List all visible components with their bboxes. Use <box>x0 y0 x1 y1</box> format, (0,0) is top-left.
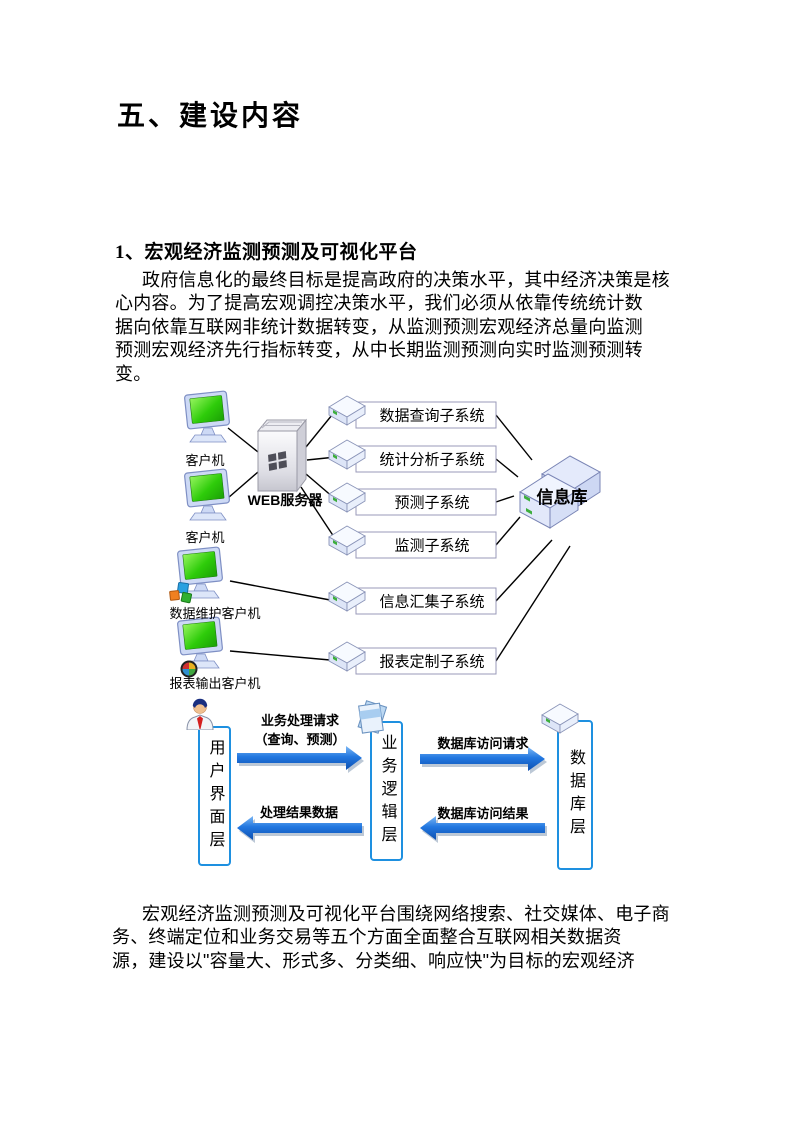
subsystem-rows: 数据查询子系统 统计分析子系统 预测子系统 监测子系统 信息汇集子系统 报表定制… <box>328 395 497 675</box>
cubes-icon <box>169 581 193 604</box>
ui-layer-box: 用户界面层 <box>198 726 231 866</box>
result-arrow <box>237 816 362 840</box>
db-layer-label: 数据库层 <box>567 749 584 841</box>
web-server-label: WEB服务器 <box>248 492 324 508</box>
client-bottom-label: 客户机 <box>185 530 224 545</box>
subsystem-label: 统计分析子系统 <box>379 452 484 469</box>
request-arrow <box>237 746 362 770</box>
db-request-arrow <box>420 747 545 771</box>
subsystem-label: 信息汇集子系统 <box>379 594 484 611</box>
platform-paragraph: 宏观经济监测预测及可视化平台围绕网络搜索、社交媒体、电子商 务、终端定位和业务交… <box>112 904 670 971</box>
layers-diagram: 用户界面层 业务逻辑层 数据库层 <box>175 695 605 880</box>
architecture-diagram: 数据查询子系统 统计分析子系统 预测子系统 监测子系统 信息汇集子系统 报表定制… <box>160 390 635 695</box>
subsystem-label: 监测子系统 <box>394 538 469 555</box>
subsystem-label: 数据查询子系统 <box>379 408 484 425</box>
documents-icon <box>357 700 388 734</box>
ui-layer-label: 用户界面层 <box>206 738 224 854</box>
section-heading: 五、建设内容 <box>117 101 304 132</box>
user-icon <box>186 698 214 730</box>
subsystem-label: 预测子系统 <box>394 495 469 512</box>
client-computer-icon <box>183 468 231 521</box>
intro-paragraph: 政府信息化的最终目标是提高政府的决策水平，其中经济决策是核 心内容。为了提高宏观… <box>115 270 670 384</box>
result-arrow-label: 处理结果数据 <box>259 805 338 820</box>
db-request-arrow-label: 数据库访问请求 <box>437 736 529 751</box>
client-top-label: 客户机 <box>185 453 224 468</box>
flow-arrows <box>237 746 547 843</box>
db-result-arrow <box>420 816 545 840</box>
db-result-arrow-label: 数据库访问结果 <box>437 806 529 821</box>
info-database-label: 信息库 <box>537 487 588 507</box>
info-database-icon: 信息库 <box>519 455 601 529</box>
db-layer-box: 数据库层 <box>557 720 593 870</box>
client-computer-icon <box>183 390 231 443</box>
connection-lines <box>227 414 571 662</box>
subsection-heading: 1、宏观经济监测预测及可视化平台 <box>115 242 418 263</box>
web-server-icon <box>256 418 308 493</box>
report-output-computer-icon <box>176 616 224 669</box>
architecture-diagram-canvas: 数据查询子系统 统计分析子系统 预测子系统 监测子系统 信息汇集子系统 报表定制… <box>169 390 601 691</box>
layer-arrows-canvas <box>237 746 547 843</box>
pie-chart-icon <box>180 660 198 678</box>
logic-layer-box: 业务逻辑层 <box>370 721 403 861</box>
data-maintenance-client-label: 数据维护客户机 <box>169 606 260 621</box>
subsystem-label: 报表定制子系统 <box>379 654 484 671</box>
request-arrow-label: 业务处理请求 （查询、预测） <box>254 713 346 747</box>
database-box-icon <box>541 703 579 734</box>
logic-layer-label: 业务逻辑层 <box>378 733 396 849</box>
report-output-client-label: 报表输出客户机 <box>169 676 260 691</box>
